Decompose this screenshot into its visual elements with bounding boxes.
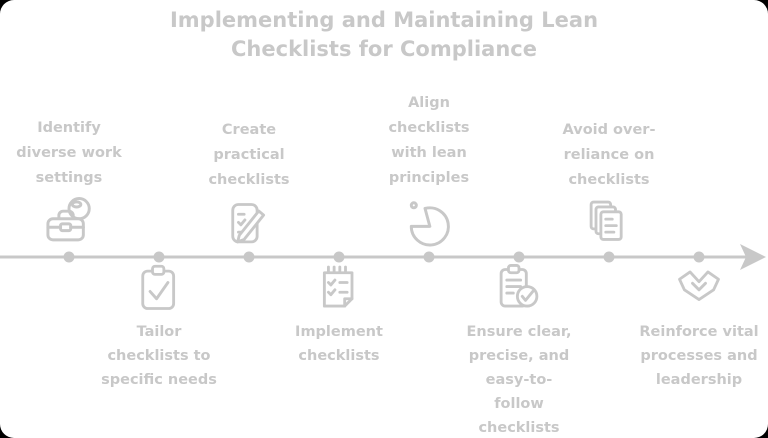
milestone-avoid-over-reliance: Avoid over- reliance on checklists xyxy=(520,118,698,250)
milestone-label: Create practical checklists xyxy=(208,122,290,188)
timeline-dot xyxy=(333,251,345,263)
milestone-label: Tailor checklists to specific needs xyxy=(101,324,217,388)
milestone-label: Ensure clear, precise, and easy-to- foll… xyxy=(466,324,572,436)
timeline-dot xyxy=(243,251,255,263)
stacked-documents-icon xyxy=(583,198,635,250)
notepad-pencil-icon xyxy=(223,198,275,250)
timeline-dot xyxy=(513,251,525,263)
milestone-label: Implement checklists xyxy=(295,324,383,364)
timeline-dot xyxy=(603,251,615,263)
document-circle-check-icon xyxy=(493,263,545,315)
milestone-reinforce-processes-leadership: Reinforce vital processes and leadership xyxy=(610,263,768,392)
clipboard-check-icon xyxy=(133,263,185,315)
milestone-label: Avoid over- reliance on checklists xyxy=(562,122,656,188)
milestone-label: Reinforce vital processes and leadership xyxy=(639,324,759,388)
handshake-icon xyxy=(673,263,725,315)
toolbox-icon xyxy=(42,196,96,250)
timeline-dot xyxy=(423,251,435,263)
milestone-tailor-checklists: Tailor checklists to specific needs xyxy=(70,263,248,392)
milestone-identify-diverse-work-settings: Identify diverse work settings xyxy=(0,116,158,250)
milestone-ensure-clear-checklists: Ensure clear, precise, and easy-to- foll… xyxy=(430,263,608,438)
pie-chart-icon xyxy=(402,196,456,250)
milestone-create-practical-checklists: Create practical checklists xyxy=(160,118,338,250)
page-title: Implementing and Maintaining Lean Checkl… xyxy=(169,8,599,61)
milestone-implement-checklists: Implement checklists xyxy=(250,263,428,368)
notepad-checklist-icon xyxy=(313,263,365,315)
milestone-align-with-lean-principles: Align checklists with lean principles xyxy=(340,91,518,250)
timeline-dot xyxy=(693,251,705,263)
arrowhead-icon xyxy=(740,244,766,270)
milestone-label: Identify diverse work settings xyxy=(16,120,122,186)
timeline-dot xyxy=(153,251,165,263)
timeline-dot xyxy=(63,251,75,263)
milestone-label: Align checklists with lean principles xyxy=(388,95,470,186)
